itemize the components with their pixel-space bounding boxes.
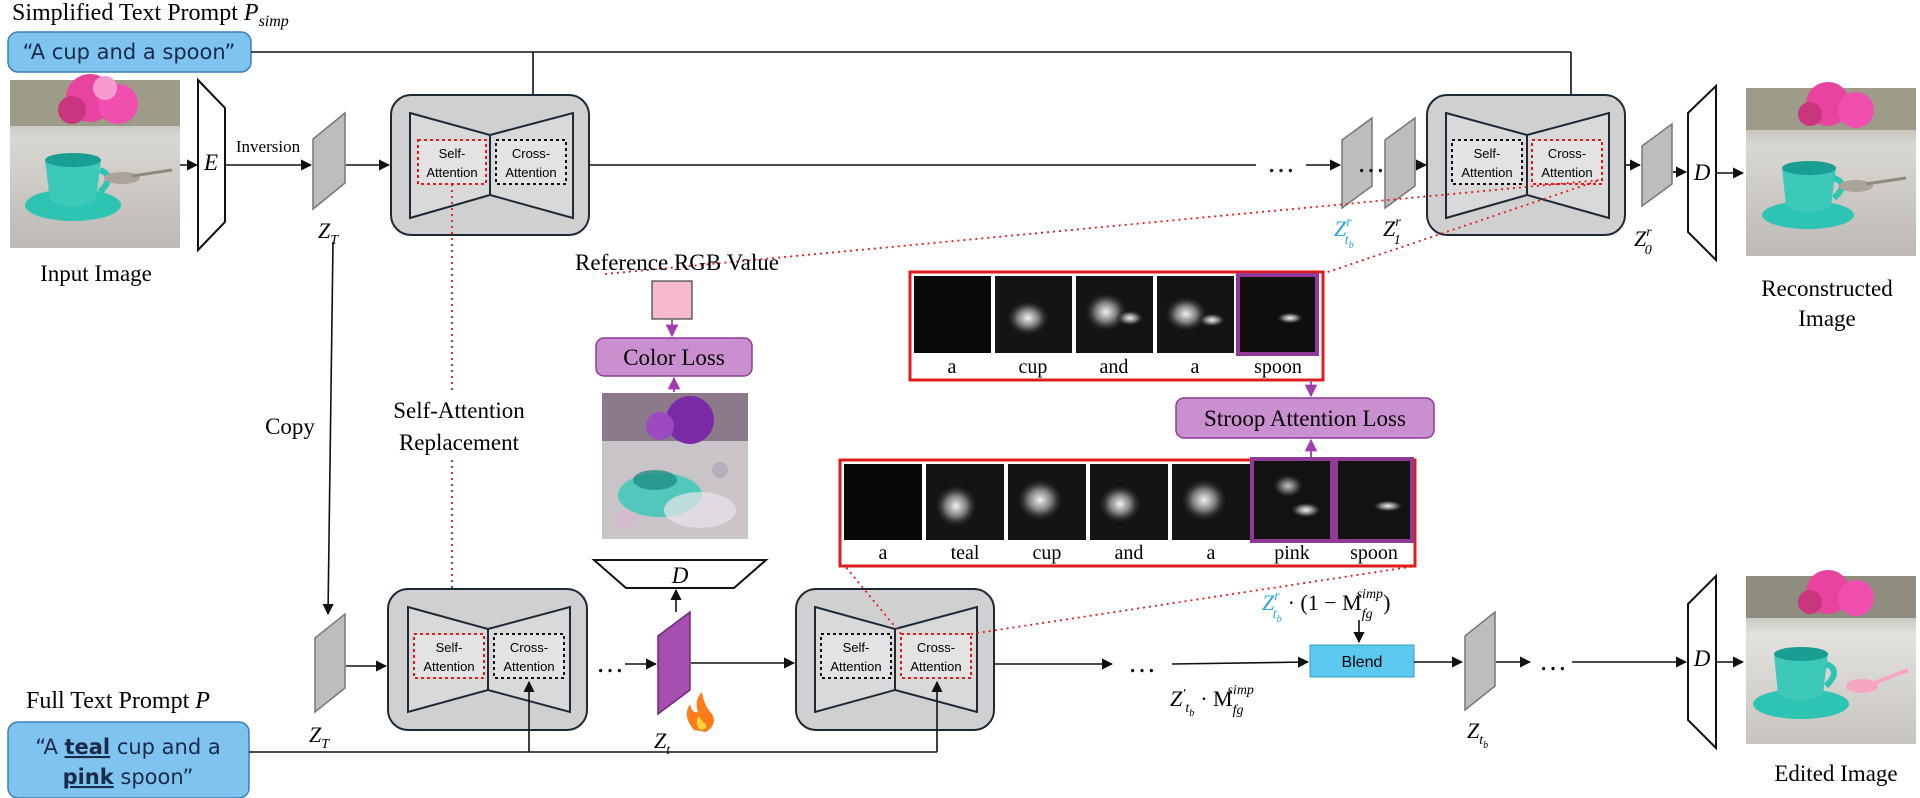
edited-image-label: Edited Image — [1774, 761, 1897, 786]
decoder-top — [1687, 83, 1717, 263]
bottom-token-pink: pink — [1274, 542, 1310, 564]
latent-zT-top — [312, 111, 346, 211]
bottom-ellipsis-2: … — [1128, 648, 1156, 679]
top-ellipsis-1: … — [1267, 148, 1295, 179]
encoder-E — [197, 77, 226, 253]
bottom-token-cup: cup — [1033, 542, 1062, 564]
attention-maps-top-tiles — [914, 273, 1319, 356]
full-prompt-line-1: “A teal cup and a — [35, 735, 220, 759]
full-prompt-box — [7, 721, 250, 798]
top-token-a1: a — [948, 356, 957, 378]
unet-bl-self-2: Attention — [423, 659, 474, 674]
zoom-line-top-right — [1321, 179, 1601, 275]
edited-image — [1746, 570, 1916, 744]
mask-term-edited: Z′tb· Mfgsimp — [1170, 683, 1254, 719]
unet-tl-self-1: Self- — [439, 146, 466, 161]
copy-arrow — [322, 241, 334, 616]
unet-bottom-right — [795, 588, 995, 731]
replacement-label-2: Replacement — [399, 430, 520, 455]
unet-tr-cross-1: Cross- — [1548, 146, 1586, 161]
bottom-token-teal: teal — [951, 542, 980, 564]
latent-zt-label: Zt — [654, 728, 671, 758]
reference-rgb-label: Reference RGB Value — [575, 250, 779, 275]
latent-z1-r — [1384, 116, 1416, 210]
blend-label: Blend — [1342, 654, 1383, 671]
color-loss-box — [595, 337, 753, 377]
reconstructed-image — [1746, 82, 1916, 256]
replacement-label-1: Self-Attention — [393, 398, 525, 423]
stroop-attention-loss-label: Stroop Attention Loss — [1204, 406, 1406, 431]
zoom-line-top-left — [604, 179, 1601, 275]
inversion-label: Inversion — [236, 137, 301, 156]
unet-top-left — [390, 94, 590, 236]
replacement-label-bg — [380, 392, 540, 458]
blend-box — [1309, 644, 1415, 678]
latent-zT-bottom — [314, 612, 346, 714]
decoder-middle — [591, 559, 769, 589]
full-prompt-title: Full Text Prompt P — [26, 688, 210, 714]
bottom-token-a2: a — [1207, 542, 1216, 564]
latent-ztb-r — [1341, 116, 1373, 210]
simplified-prompt-text: “A cup and a spoon” — [23, 40, 236, 64]
unet-bl-self-1: Self- — [436, 640, 463, 655]
latent-zT-bottom-label: ZT — [309, 722, 330, 752]
copy-label: Copy — [265, 414, 315, 439]
unet-tl-cross-1: Cross- — [512, 146, 550, 161]
fire-icon — [686, 692, 714, 732]
input-image-label: Input Image — [40, 261, 152, 286]
unet-br-self-2: Attention — [830, 659, 881, 674]
color-loss-label: Color Loss — [623, 345, 725, 370]
unet-tr-self-2: Attention — [1461, 165, 1512, 180]
unet-tl-self-2: Attention — [426, 165, 477, 180]
top-token-cup: cup — [1019, 356, 1048, 378]
attention-maps-top-labels: a cup and a spoon — [948, 356, 1302, 378]
unet-bottom-left — [387, 588, 588, 731]
latent-ztb — [1464, 610, 1496, 712]
unet-br-cross-2: Attention — [910, 659, 961, 674]
unet-bl-cross-1: Cross- — [510, 640, 548, 655]
top-token-a2: a — [1191, 356, 1200, 378]
decoder-bottom-label: D — [1693, 646, 1711, 671]
attention-maps-bottom-labels: a teal cup and a pink spoon — [879, 542, 1398, 564]
dots-to-blend — [1171, 656, 1310, 668]
latent-ztb-label: Ztb — [1467, 718, 1488, 751]
reference-rgb-swatch — [651, 280, 693, 320]
latent-zt-optimized — [657, 610, 691, 716]
top-token-spoon: spoon — [1254, 356, 1302, 378]
attention-maps-bottom-tiles — [844, 457, 1414, 543]
top-token-and: and — [1100, 356, 1129, 378]
decoder-top-label: D — [1693, 160, 1711, 185]
unet-top-right — [1426, 94, 1626, 236]
bottom-token-and: and — [1115, 542, 1144, 564]
decoder-middle-label: D — [671, 563, 689, 588]
zoom-line-bottom-left — [844, 565, 902, 635]
unet-br-self-1: Self- — [843, 640, 870, 655]
input-image — [10, 74, 180, 248]
reconstructed-label-2: Image — [1798, 306, 1855, 331]
unet-tl-cross-2: Attention — [505, 165, 556, 180]
reconstructed-label-1: Reconstructed — [1761, 276, 1893, 301]
unet-tr-self-1: Self- — [1474, 146, 1501, 161]
unet-tr-cross-2: Attention — [1541, 165, 1592, 180]
bottom-ellipsis-3: … — [1539, 646, 1567, 677]
decoder-bottom — [1687, 573, 1717, 751]
decoded-intermediate-image — [602, 393, 748, 539]
unet-br-cross-1: Cross- — [917, 640, 955, 655]
simplified-prompt-title: Simplified Text Prompt Psimp — [12, 0, 289, 30]
encoder-label: E — [203, 150, 218, 175]
unet-bl-cross-2: Attention — [503, 659, 554, 674]
top-ellipsis-2: … — [1357, 148, 1385, 179]
bottom-token-spoon: spoon — [1350, 542, 1398, 564]
bottom-token-a1: a — [879, 542, 888, 564]
bottom-ellipsis-1: … — [596, 648, 624, 679]
full-prompt-line-2: pink spoon” — [63, 765, 194, 789]
stroop-attention-loss-box — [1175, 397, 1435, 439]
latent-z0-r — [1641, 122, 1673, 208]
latent-zT-top-label: ZT — [318, 218, 339, 248]
